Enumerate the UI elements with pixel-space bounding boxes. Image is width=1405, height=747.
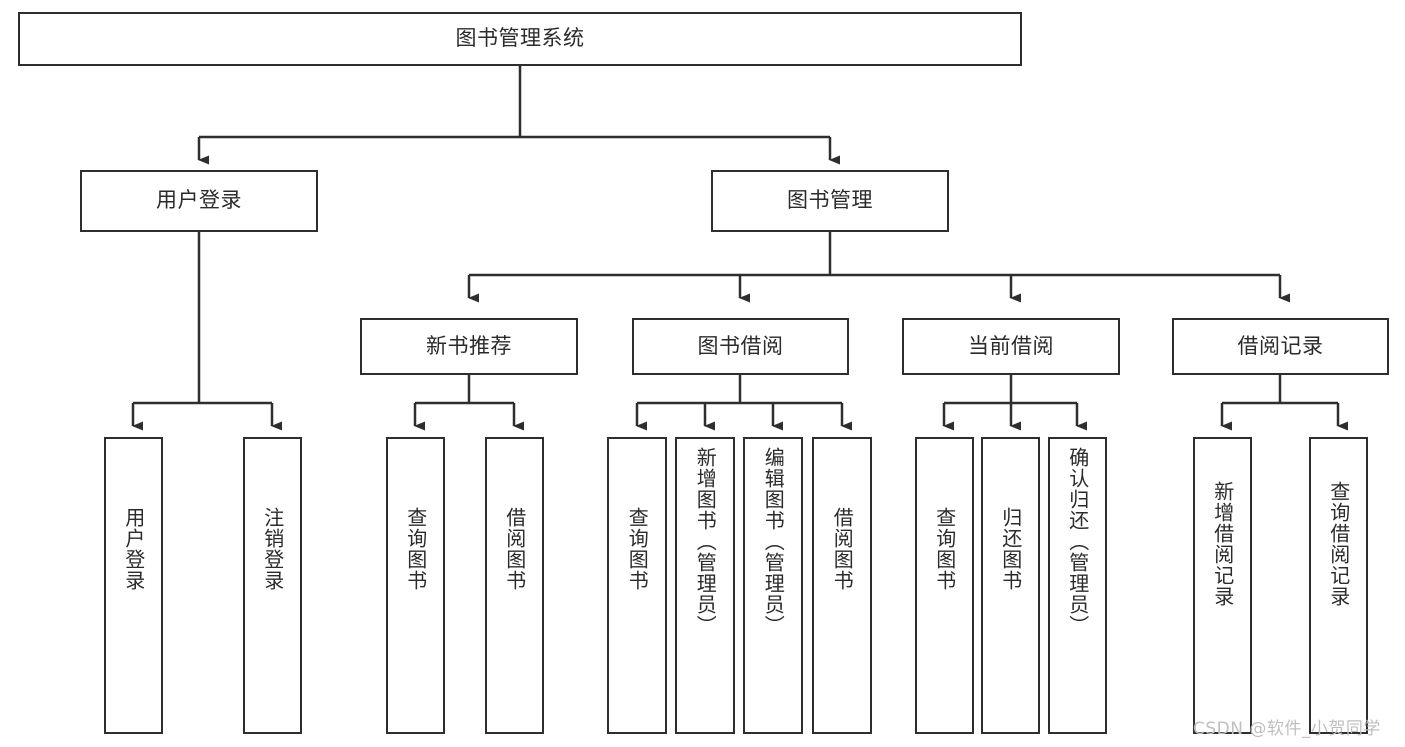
leaf-label: 借阅图书: [502, 507, 527, 591]
leaf-label: 查询图书: [932, 507, 957, 591]
leaf-query-borrow-record[interactable]: 查询借阅记录: [1309, 437, 1368, 734]
leaf-edit-book-admin[interactable]: 编辑图书（管理员）: [743, 437, 803, 734]
leaf-query-book-borrow[interactable]: 查询图书: [607, 437, 667, 734]
node-new-book-recommend[interactable]: 新书推荐: [360, 318, 578, 375]
leaf-add-book-admin[interactable]: 新增图书（管理员）: [675, 437, 735, 734]
node-current-borrow[interactable]: 当前借阅: [902, 318, 1120, 375]
node-book-management-module[interactable]: 图书管理: [711, 170, 949, 232]
node-label: 借阅记录: [1237, 333, 1324, 358]
leaf-logout[interactable]: 注销登录: [243, 437, 302, 734]
node-root-system[interactable]: 图书管理系统: [18, 12, 1022, 66]
leaf-confirm-return-admin[interactable]: 确认归还（管理员）: [1048, 437, 1107, 734]
leaf-borrow-book[interactable]: 借阅图书: [812, 437, 872, 734]
leaf-borrow-book-recommend[interactable]: 借阅图书: [485, 437, 544, 734]
leaf-label: 查询图书: [625, 507, 650, 591]
leaf-user-login[interactable]: 用户登录: [104, 437, 163, 734]
node-label: 当前借阅: [968, 333, 1054, 358]
node-book-borrow[interactable]: 图书借阅: [632, 318, 849, 375]
leaf-label: 新增图书（管理员）: [693, 447, 718, 636]
node-borrow-record[interactable]: 借阅记录: [1172, 318, 1389, 375]
leaf-label: 查询借阅记录: [1326, 481, 1351, 607]
node-label: 新书推荐: [426, 333, 512, 358]
leaf-label: 注销登录: [260, 507, 285, 591]
node-label: 图书管理: [787, 188, 873, 213]
leaf-query-book-current[interactable]: 查询图书: [915, 437, 974, 734]
leaf-label: 确认归还（管理员）: [1065, 447, 1090, 636]
leaf-return-book[interactable]: 归还图书: [981, 437, 1040, 734]
leaf-label: 新增借阅记录: [1210, 481, 1235, 607]
leaf-label: 归还图书: [998, 507, 1023, 591]
node-label: 图书借阅: [697, 333, 784, 358]
node-label: 用户登录: [156, 188, 242, 213]
leaf-label: 编辑图书（管理员）: [761, 447, 786, 636]
leaf-add-borrow-record[interactable]: 新增借阅记录: [1193, 437, 1252, 734]
node-root-label: 图书管理系统: [455, 26, 585, 51]
leaf-query-book-recommend[interactable]: 查询图书: [386, 437, 445, 734]
leaf-label: 用户登录: [121, 507, 146, 591]
leaf-label: 查询图书: [403, 507, 428, 591]
node-user-login-module[interactable]: 用户登录: [80, 170, 318, 232]
leaf-label: 借阅图书: [830, 507, 855, 591]
csdn-watermark: CSDN @软件_小贺同学: [1193, 719, 1381, 739]
